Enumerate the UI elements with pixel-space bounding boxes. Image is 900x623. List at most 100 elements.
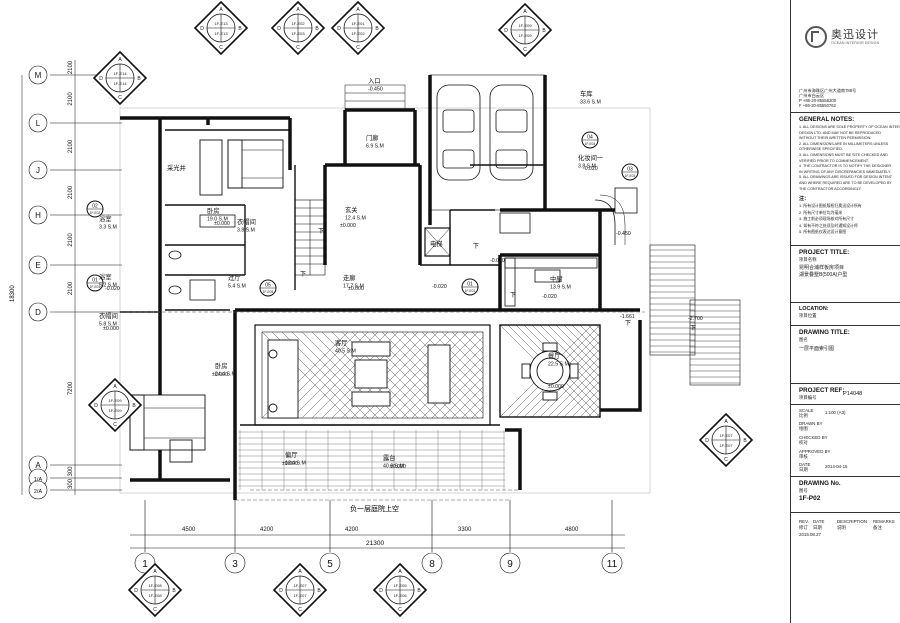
marker-letter: D [504,28,508,34]
room-label: 过厅5.4 S.M [228,273,246,290]
level-mark: -0.020 [490,258,505,264]
company-logo [805,26,827,48]
room-name: 化妆间一 [578,153,604,162]
marker-letter: C [118,95,122,101]
marker-letter: A [724,419,728,425]
row-dimension: 2100 [68,281,74,295]
marker-letter: C [523,47,527,53]
level-mark: -1.661 [620,314,635,320]
room-area: 5.8 S.M [99,322,117,328]
marker-letter: A [356,7,360,13]
general-note-line: IN WRITING OF ANY DISCREPANCIES IMMEDIAT… [799,169,892,174]
stair-down-mark: 下 [300,271,306,278]
room-name: 餐厅 [548,351,561,360]
level-mark: ±0.000 [348,286,364,292]
room-area: 13.9 S.M [550,285,571,291]
col-dimension: 3300 [458,527,472,533]
col-dimension: 4200 [345,527,359,533]
general-note-line: THE CONTRACTOR ACCORDINGLY. [799,186,862,191]
project-title-zh: 项目名称 [799,257,817,262]
grid-col-label: 8 [429,559,435,570]
general-note-line: 1. ALL DESIGNS ARE SOLE PROPERTY OF OCEA… [799,125,900,129]
callout-sheet: 1F-E03 [625,174,636,178]
grid-row-label: A [35,461,41,470]
total-height: 18300 [10,285,16,302]
marker-letter: B [132,403,136,409]
marker-letter: C [398,607,402,613]
location-label: LOCATION: [799,306,829,312]
marker-code: 1F-E05 [393,583,407,588]
callout-sheet: 1F-E01 [90,285,101,289]
marker-letter: D [99,76,103,82]
marker-letter: D [277,26,281,32]
callout-number: 01 [92,278,98,284]
date-label: DATE [799,462,811,467]
grid-row-label: L [36,119,41,128]
row-dimension: 2100 [68,92,74,106]
stair-down-mark: 下 [690,325,696,332]
general-note-line: 5. ALL DRAWINGS ARE ISSUED FOR DESIGN IN… [799,175,892,180]
marker-letter: A [219,7,223,13]
grid-row-6: D [28,302,122,322]
drawing-no-label: DRAWING No. [799,480,841,487]
row-dimension: 300 [68,478,74,489]
project-name-1: 昆明合浦样板房项目 [799,265,845,271]
marker-code: 1F-E08 [148,593,162,598]
general-note-line: 2. ALL DIMENSIONS ARE IN MILLIMETERS UNL… [799,141,889,146]
marker-code: 1F-E09 [518,33,532,38]
project-ref-label: PROJECT REF: [799,387,845,394]
drawing-name: 一层平面索引图 [799,346,835,352]
room-name: 浴室 [99,214,112,223]
zh-note-line: 1. 所有设计图纸版权归奥迅设计所有 [799,203,862,208]
col-dimension: 4500 [182,527,196,533]
room-name: 过厅 [228,273,241,282]
room-name: 露台 [383,453,396,462]
marker-letter: A [153,569,157,575]
level-mark: ±0.000 [103,326,119,332]
marker-code: 1F-E07 [293,583,307,588]
callout-sheet: 1F-E01 [465,289,476,293]
row-dimension: 300 [68,466,74,477]
grid-row-label: D [35,308,41,317]
marker-code: 1F-E09 [108,398,122,403]
zh-note-line: 3. 施工前必须现场核对所有尺寸 [799,216,854,221]
room-area: 3.3 S.M [99,225,117,231]
grid-bubble [28,480,48,500]
room-name: 浴室 [99,272,112,281]
address-line-2: 广州市白云区 [799,93,825,98]
marker-letter: A [398,569,402,575]
room-name: 电梯 [430,239,443,248]
col-dimension: 4800 [565,527,579,533]
room-name: 衣帽间 [237,217,256,226]
level-mark: ±0.000 [214,221,230,227]
project-title-label: PROJECT TITLE: [799,249,850,256]
stair-down-mark: 下 [625,320,631,327]
marker-code: 1F-E07 [719,433,733,438]
marker-letter: D [200,26,204,32]
marker-letter: B [137,76,141,82]
level-mark: ±0.000 [282,461,298,467]
level-mark: ±0.000 [548,384,564,390]
zh-note-line: 2. 所有尺寸单位均为毫米 [799,209,843,215]
marker-letter: B [238,26,242,32]
row-dimension: 2100 [68,139,74,153]
stair-down-mark: 下 [510,292,516,299]
marker-letter: A [118,57,122,63]
marker-letter: C [296,45,300,51]
room-label: 浴室 3.3 S.M [99,214,117,231]
marker-code: 1F-E01 [351,21,365,26]
room-label: 采光井 [167,163,186,172]
marker-letter: B [417,588,421,594]
rev-header-rev-zh: 修订 [799,525,808,530]
address-line-3: P +86-20-85556200 [799,98,837,103]
rev-header-date: DATE [813,519,825,524]
grid-row-label: 1/A [34,477,43,483]
level-mark: ±0.000 [340,223,356,229]
callout-number: 05 [265,283,271,289]
